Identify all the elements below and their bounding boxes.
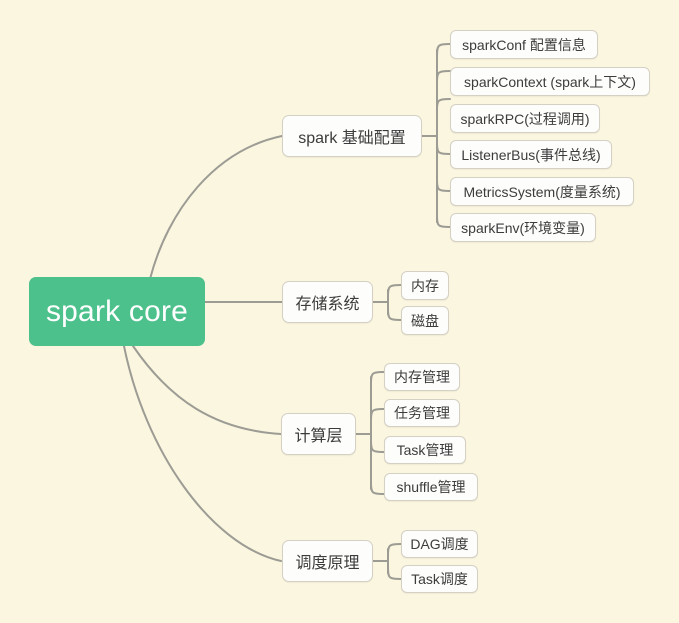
leaf-node-label: 磁盘 xyxy=(411,312,439,329)
leaf-node-label: Task调度 xyxy=(411,571,468,587)
leaf-node-sparkenv[interactable]: sparkEnv(环境变量) xyxy=(450,213,596,242)
leaf-node-task-mgmt-en[interactable]: Task管理 xyxy=(384,436,466,464)
leaf-node-task-management[interactable]: 任务管理 xyxy=(384,399,460,427)
link-spark-config-child-4 xyxy=(436,142,451,155)
leaf-node-label: Task管理 xyxy=(396,442,454,458)
branch-node-compute-layer[interactable]: 计算层 xyxy=(281,413,356,455)
leaf-node-label: shuffle管理 xyxy=(396,479,466,495)
leaf-node-label: ListenerBus(事件总线) xyxy=(461,146,601,163)
branch-node-label: spark 基础配置 xyxy=(298,130,406,147)
root-node-label: spark core xyxy=(45,294,189,328)
leaf-node-label: 内存 xyxy=(411,277,439,294)
branch-node-label: 计算层 xyxy=(294,428,343,445)
link-spark-config-child-5 xyxy=(436,179,451,192)
root-node-spark-core[interactable]: spark core xyxy=(29,277,205,346)
link-storage-child-1 xyxy=(387,284,402,297)
leaf-node-sparkrpc[interactable]: sparkRPC(过程调用) xyxy=(450,104,600,133)
branch-node-storage-system[interactable]: 存储系统 xyxy=(282,281,373,323)
leaf-node-label: DAG调度 xyxy=(410,536,469,552)
leaf-node-task-scheduling[interactable]: Task调度 xyxy=(401,565,478,593)
leaf-node-dag-scheduling[interactable]: DAG调度 xyxy=(401,530,478,558)
link-compute-child-4 xyxy=(370,482,385,495)
leaf-node-label: sparkRPC(过程调用) xyxy=(460,110,590,127)
link-storage-child-2 xyxy=(387,308,402,321)
leaf-node-label: sparkConf 配置信息 xyxy=(462,36,586,53)
link-schedule-child-1 xyxy=(387,543,402,556)
link-root-to-spark-config xyxy=(149,135,283,280)
link-compute-child-1 xyxy=(370,371,385,384)
branch-node-spark-config[interactable]: spark 基础配置 xyxy=(282,115,422,157)
leaf-node-shuffle-management[interactable]: shuffle管理 xyxy=(384,473,478,501)
leaf-node-memory[interactable]: 内存 xyxy=(401,271,449,300)
link-spark-config-child-1 xyxy=(436,43,451,57)
leaf-node-listenerbus[interactable]: ListenerBus(事件总线) xyxy=(450,140,612,169)
leaf-node-label: MetricsSystem(度量系统) xyxy=(463,183,621,200)
branch-node-label: 调度原理 xyxy=(295,555,360,572)
leaf-node-label: sparkEnv(环境变量) xyxy=(461,219,585,236)
leaf-node-sparkconf[interactable]: sparkConf 配置信息 xyxy=(450,30,598,59)
link-spark-config-child-6 xyxy=(436,215,451,228)
leaf-node-label: 任务管理 xyxy=(394,405,450,421)
link-root-to-compute xyxy=(132,345,282,435)
leaf-node-sparkcontext[interactable]: sparkContext (spark上下文) xyxy=(450,67,650,96)
link-compute-child-3 xyxy=(370,440,385,453)
leaf-node-metricssystem[interactable]: MetricsSystem(度量系统) xyxy=(450,177,634,206)
branch-node-scheduling-principle[interactable]: 调度原理 xyxy=(282,540,373,582)
branch-node-label: 存储系统 xyxy=(295,296,360,313)
leaf-node-label: 内存管理 xyxy=(394,369,450,385)
leaf-node-disk[interactable]: 磁盘 xyxy=(401,306,449,335)
leaf-node-memory-management[interactable]: 内存管理 xyxy=(384,363,460,391)
link-root-to-schedule xyxy=(123,345,282,562)
leaf-node-label: sparkContext (spark上下文) xyxy=(464,73,636,90)
link-compute-child-2 xyxy=(370,408,385,421)
link-spark-config-child-2 xyxy=(436,70,451,83)
link-schedule-child-2 xyxy=(387,567,402,580)
link-spark-config-child-3 xyxy=(436,98,451,111)
